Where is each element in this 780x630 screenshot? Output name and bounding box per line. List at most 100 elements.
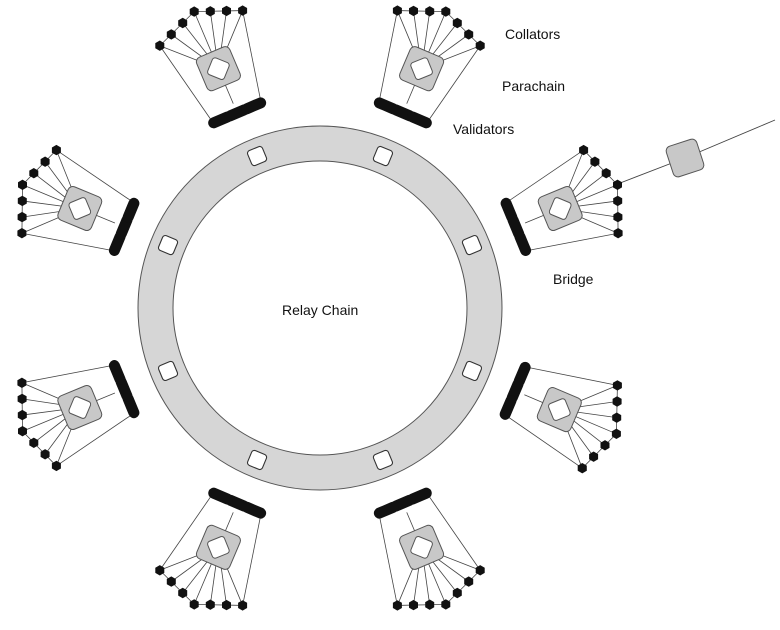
collator-node	[17, 393, 27, 405]
relay-chain-port	[372, 145, 394, 167]
collator-node	[409, 599, 418, 611]
collator-node	[166, 576, 176, 587]
collator-node	[178, 587, 188, 599]
parachain-unit	[155, 487, 267, 611]
collator-node	[166, 29, 176, 40]
parachain-unit	[17, 144, 140, 256]
fan-edge-line	[525, 232, 619, 252]
collator-node	[29, 437, 39, 448]
collator-node	[613, 228, 623, 239]
collator-node	[409, 5, 418, 17]
collator-node	[17, 211, 27, 223]
fan-edge-line	[378, 10, 398, 103]
validator-node	[373, 501, 399, 519]
collator-node	[17, 377, 27, 388]
collator-node	[613, 211, 623, 223]
parachain-label: Parachain	[502, 78, 566, 94]
relay-chain-label: Relay Chain	[282, 302, 359, 318]
parachain-block-core	[410, 536, 433, 559]
relay-chain-port	[461, 234, 483, 256]
collator-node	[51, 144, 61, 156]
collator-node	[601, 168, 611, 179]
parachain-block-core	[207, 536, 230, 559]
collator-node	[155, 40, 165, 51]
parachain-unit	[499, 361, 622, 474]
collator-node	[464, 576, 474, 587]
validator-node	[208, 487, 233, 505]
collator-node	[425, 599, 435, 610]
relay-chain-band	[138, 126, 502, 490]
collator-node	[475, 40, 485, 51]
collator-node	[189, 6, 199, 17]
collator-node	[579, 144, 589, 156]
validators-label: Validators	[453, 121, 515, 137]
fan-edge-line	[242, 513, 262, 606]
collator-node	[17, 195, 27, 207]
collator-node	[590, 156, 600, 167]
parachain-units	[17, 5, 623, 611]
bridge-block	[665, 138, 705, 178]
collator-node	[589, 451, 599, 462]
relay-chain-port	[461, 360, 483, 382]
collator-node	[452, 587, 462, 599]
collator-node	[51, 460, 61, 472]
collator-node	[222, 5, 231, 17]
collator-node	[205, 6, 215, 17]
validator-node	[122, 197, 140, 223]
collator-node	[441, 6, 451, 17]
collators-label: Collators	[505, 26, 561, 42]
parachain-block-core	[410, 57, 433, 80]
collator-node	[238, 600, 248, 611]
collator-node	[612, 396, 622, 407]
relay-chain-inner-edge	[172, 160, 468, 456]
parachain-block-core	[68, 396, 92, 419]
collator-node	[611, 428, 621, 439]
collator-node	[475, 565, 485, 576]
parachain-unit	[500, 144, 623, 256]
collator-node	[392, 5, 402, 16]
fan-edge-line	[426, 492, 481, 571]
collator-node	[613, 195, 623, 207]
parachain-unit	[17, 360, 140, 472]
validator-node	[108, 360, 126, 385]
collator-node	[18, 426, 27, 437]
fan-edge-line	[159, 45, 214, 124]
parachain-unit	[373, 5, 485, 129]
collator-node	[392, 600, 402, 611]
validator-node	[407, 111, 432, 129]
parachain-block-core	[207, 57, 230, 80]
validator-node	[514, 231, 532, 256]
validator-node	[241, 97, 267, 115]
collator-node	[600, 440, 610, 451]
collator-node	[452, 17, 462, 29]
collator-node	[441, 599, 451, 610]
collator-node	[189, 599, 199, 610]
parachain-block-core	[68, 197, 92, 220]
fan-edge-line	[21, 232, 115, 252]
fan-edge-line	[56, 412, 135, 467]
collator-node	[155, 565, 165, 576]
fan-edge-line	[56, 149, 135, 204]
collator-node	[17, 228, 27, 239]
parachain-unit	[155, 5, 267, 129]
fan-edge-line	[242, 10, 262, 103]
collator-node	[18, 179, 27, 190]
collator-node	[222, 599, 231, 611]
relay-chain-ring	[137, 125, 503, 491]
fan-edge-line	[426, 45, 481, 124]
relay-chain-port	[157, 234, 179, 256]
collator-node	[205, 599, 215, 610]
collator-node	[40, 449, 50, 460]
parachain-unit	[373, 487, 485, 611]
bridge-label: Bridge	[553, 271, 594, 287]
collator-node	[238, 5, 248, 16]
fan-edge-line	[525, 366, 618, 386]
collator-node	[17, 409, 27, 421]
collator-node	[613, 179, 622, 190]
collator-node	[178, 17, 188, 29]
bridge-unit	[665, 138, 705, 178]
collator-node	[612, 412, 622, 423]
fan-edge-line	[505, 149, 584, 204]
validator-node	[499, 395, 517, 420]
